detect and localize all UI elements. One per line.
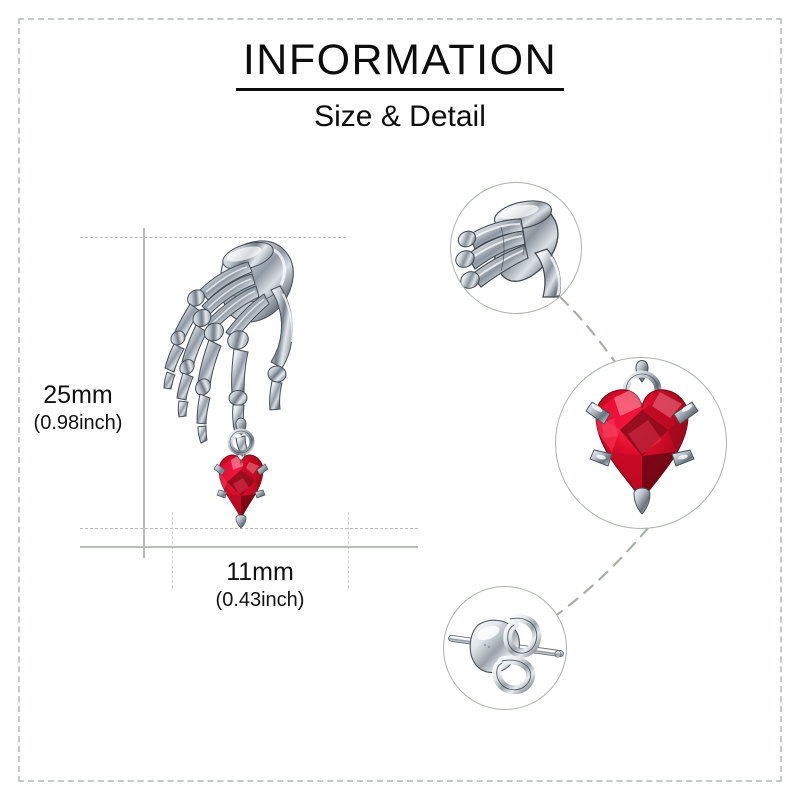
height-value: 25mm	[43, 381, 113, 409]
width-dimension-label: 11mm (0.43inch)	[198, 556, 322, 614]
connector-gem-to-butterfly-back	[548, 522, 658, 627]
page-subtitle: Size & Detail	[314, 100, 486, 134]
earring-butterfly-back-detail	[443, 586, 567, 710]
heart-gemstone-detail	[555, 357, 727, 529]
width-value: 11mm	[226, 558, 294, 586]
height-imperial: (0.98inch)	[33, 412, 123, 434]
grid-inner-vertical-guide-left	[172, 512, 173, 588]
height-dimension-label: 25mm (0.98inch)	[18, 379, 138, 437]
grid-baseline-horizontal	[80, 546, 418, 548]
page-title: INFORMATION	[242, 36, 558, 84]
width-imperial: (0.43inch)	[215, 589, 305, 611]
grid-inner-vertical-guide-right	[348, 512, 349, 588]
title-underline-rule	[236, 88, 564, 92]
skeleton-hand-knuckles-detail	[450, 182, 582, 314]
grid-bottom-horizontal-guide	[80, 528, 418, 529]
grid-left-vertical-axis	[143, 228, 145, 558]
grid-top-horizontal-guide	[80, 237, 346, 238]
header: INFORMATION Size & Detail	[0, 36, 800, 134]
main-product-image	[140, 228, 360, 538]
